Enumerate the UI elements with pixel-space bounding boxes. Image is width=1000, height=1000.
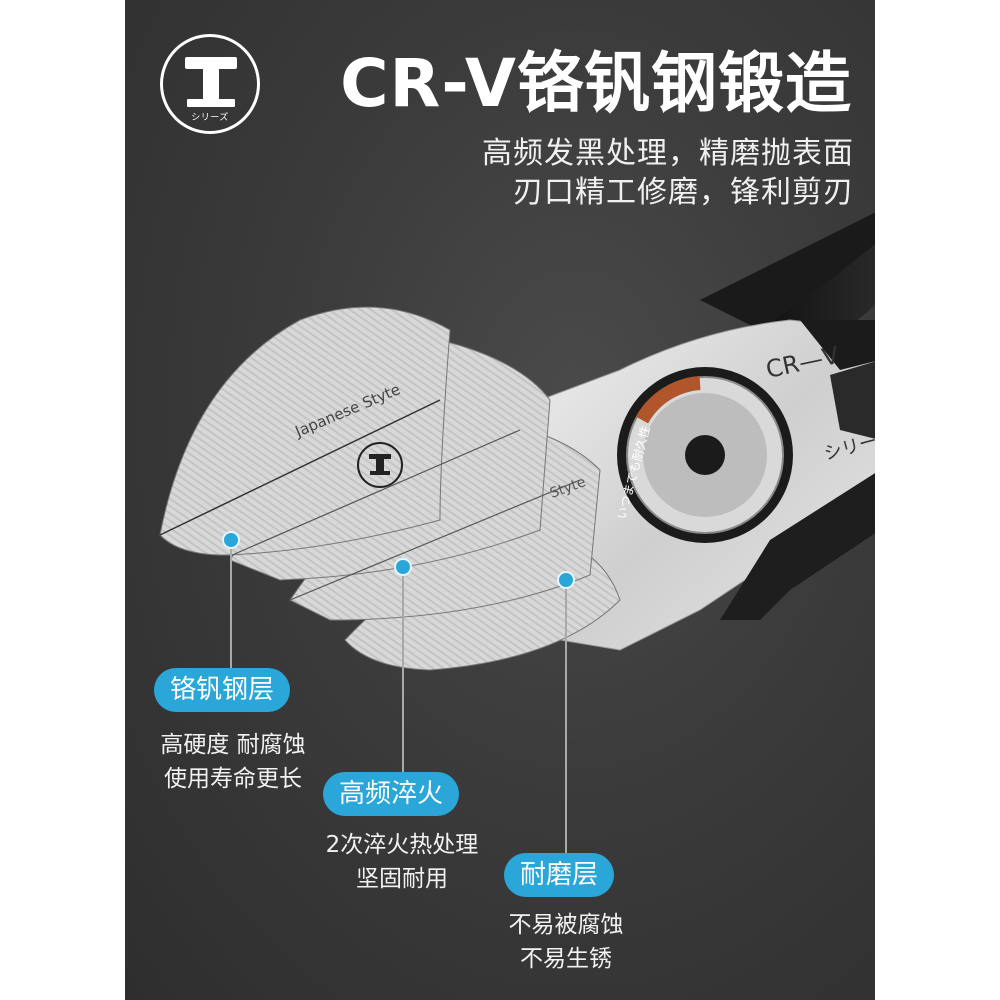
logo-t-top bbox=[185, 57, 237, 69]
layer-note-crv: 高硬度 耐腐蚀 使用寿命更长 bbox=[148, 728, 318, 796]
layer-note-crv-2: 使用寿命更长 bbox=[164, 766, 302, 792]
callout-line-3 bbox=[565, 585, 567, 855]
layer-note-wear: 不易被腐蚀 不易生锈 bbox=[486, 908, 646, 976]
layer-tag-wear: 耐磨层 bbox=[504, 853, 615, 897]
callout-line-1 bbox=[230, 545, 232, 675]
description-line-2: 刃口精工修磨，锋利剪刃 bbox=[513, 175, 854, 210]
logo-t-stem bbox=[203, 67, 219, 101]
headline: CR-V铬钒钢锻造 bbox=[340, 45, 852, 122]
callout-dot-3 bbox=[557, 571, 575, 589]
logo-subtitle: シリーズ bbox=[191, 113, 229, 123]
layer-tag-crv: 铬钒钢层 bbox=[154, 668, 291, 712]
pliers-illustration: Japanese Styte Styte CR—V シリーズ いつまでも耐久性 bbox=[159, 212, 875, 671]
layer-note-quench-2: 坚固耐用 bbox=[356, 866, 448, 892]
layer-note-quench: 2次淬火热处理 坚固耐用 bbox=[312, 828, 492, 896]
logo-t-base bbox=[187, 99, 235, 107]
layer-tag-quench: 高频淬火 bbox=[323, 772, 460, 816]
description-line-1: 高频发黑处理，精磨抛表面 bbox=[482, 136, 854, 171]
product-canvas: Japanese Styte Styte CR—V シリーズ いつまでも耐久性 bbox=[125, 0, 875, 1000]
callout-dot-1 bbox=[222, 531, 240, 549]
layer-note-wear-1: 不易被腐蚀 bbox=[508, 912, 624, 938]
callout-dot-2 bbox=[394, 558, 412, 576]
brand-logo: シリーズ bbox=[160, 34, 260, 134]
callout-line-2 bbox=[402, 572, 404, 772]
layer-note-wear-2: 不易生锈 bbox=[520, 946, 612, 972]
layer-note-quench-1: 2次淬火热处理 bbox=[325, 832, 479, 858]
layer-note-crv-1: 高硬度 耐腐蚀 bbox=[160, 732, 306, 758]
